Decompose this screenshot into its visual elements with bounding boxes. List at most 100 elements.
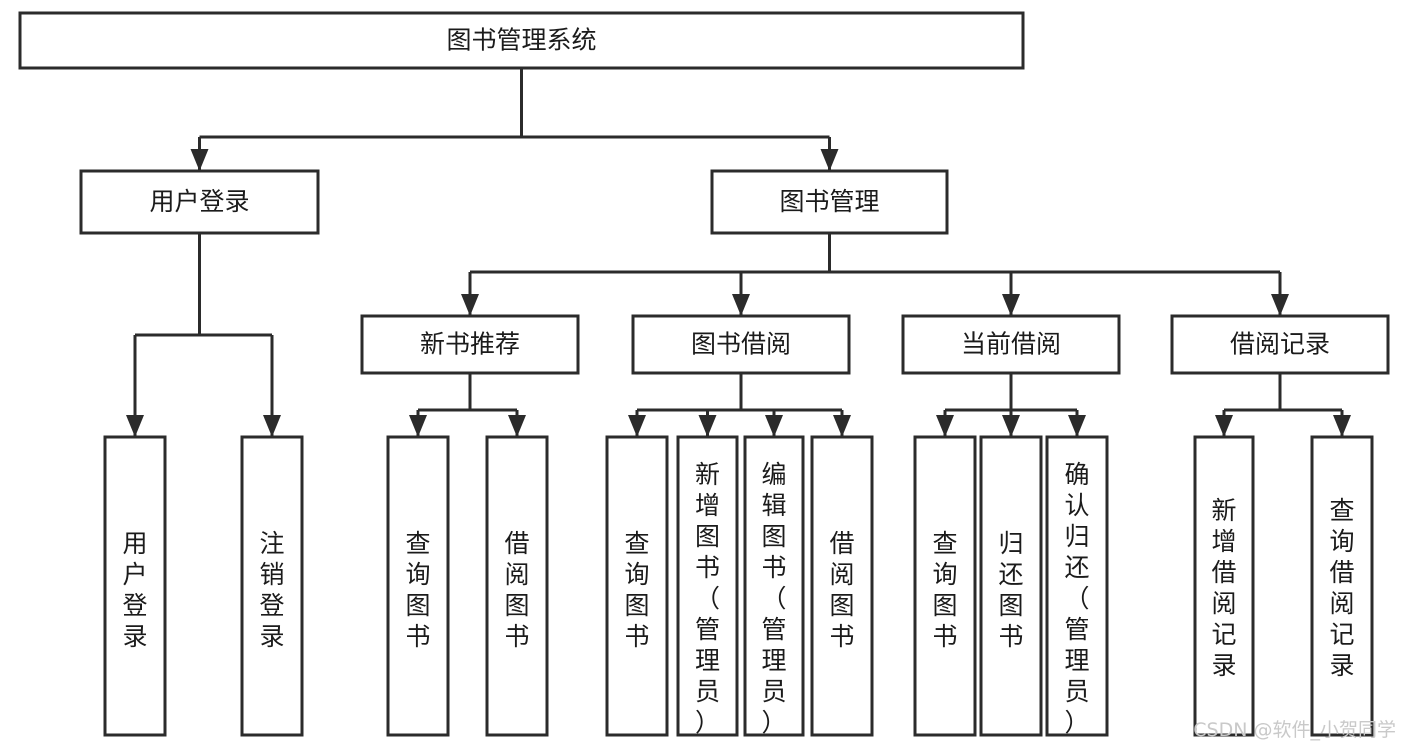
arrow-head-icon	[1333, 415, 1351, 437]
node-leaf-query-book-current-label-char: 书	[932, 622, 957, 651]
arrow-head-icon	[409, 415, 427, 437]
arrow-head-icon	[190, 149, 209, 171]
node-leaf-query-record-label-char: 询	[1329, 527, 1354, 556]
node-leaf-add-record-label-char: 借	[1211, 558, 1236, 587]
node-leaf-query-book-rec-label-char: 查	[405, 529, 430, 558]
node-leaf-edit-book-label-char: 图	[761, 522, 786, 551]
node-leaf-confirm-return-label-char: ）	[1064, 708, 1089, 737]
node-leaf-edit-book-box[interactable]	[743, 435, 805, 737]
node-leaf-query-book-borrow-box[interactable]	[605, 435, 669, 737]
node-leaf-borrow-book-rec-label-char: 书	[504, 622, 529, 651]
arrow-head-icon	[1215, 415, 1233, 437]
node-leaf-edit-book-label-char: 书	[761, 553, 786, 582]
node-leaf-query-record-label-char: 录	[1329, 651, 1354, 680]
node-leaf-return-book-label-char: 还	[998, 560, 1023, 589]
node-borrow-record-box[interactable]	[1170, 314, 1390, 375]
node-leaf-user-logout-box[interactable]	[240, 435, 304, 737]
node-leaf-user-login-label-char: 户	[122, 560, 147, 589]
node-leaf-query-book-current-label-char: 询	[932, 560, 957, 589]
node-leaf-query-record-label-char: 查	[1329, 496, 1354, 525]
arrow-head-icon	[1002, 294, 1020, 316]
node-leaf-return-book-label-char: 书	[998, 622, 1023, 651]
node-leaf-query-record-label-char: 借	[1329, 558, 1354, 587]
node-leaf-query-book-borrow-label-char: 图	[624, 591, 649, 620]
node-leaf-query-book-current-label-char: 查	[932, 529, 957, 558]
node-current-borrow-box[interactable]	[901, 314, 1121, 375]
node-leaf-confirm-return-label-char: 理	[1064, 646, 1089, 675]
csdn-watermark: CSDN @软件_小贺同学	[1193, 719, 1396, 741]
node-current-borrow-label: 当前借阅	[961, 330, 1061, 359]
node-leaf-user-login-label-char: 录	[122, 622, 147, 651]
node-leaf-edit-book-label-char: 管	[761, 615, 786, 644]
node-leaf-query-record-box[interactable]	[1310, 435, 1374, 737]
arrow-head-icon	[1002, 415, 1020, 437]
node-leaf-add-record-box[interactable]	[1193, 435, 1255, 737]
node-user-login-label: 用户登录	[149, 187, 249, 216]
node-leaf-query-book-current-box[interactable]	[913, 435, 977, 737]
node-borrow-record-label: 借阅记录	[1230, 330, 1330, 359]
node-leaf-query-book-borrow-label-char: 书	[624, 622, 649, 651]
node-leaf-borrow-book-rec-label-char: 阅	[504, 560, 529, 589]
node-leaf-add-book-label-char: 增	[695, 491, 720, 520]
arrow-head-icon	[765, 415, 783, 437]
node-book-management-box[interactable]	[710, 169, 949, 235]
node-user-login-box[interactable]	[79, 169, 320, 235]
node-leaf-query-record-label-char: 阅	[1329, 589, 1354, 618]
node-leaf-borrow-book-label-char: 借	[829, 529, 854, 558]
arrow-head-icon	[732, 294, 750, 316]
node-new-book-recommend-label: 新书推荐	[420, 330, 520, 359]
node-leaf-borrow-book-box[interactable]	[810, 435, 874, 737]
node-leaf-query-book-current-label-char: 图	[932, 591, 957, 620]
node-leaf-confirm-return-label-char: 认	[1064, 491, 1089, 520]
node-leaf-add-book-label-char: 新	[695, 460, 720, 489]
node-leaf-edit-book-label-char: ）	[761, 708, 786, 737]
node-leaf-confirm-return-box[interactable]	[1045, 435, 1109, 737]
node-leaf-query-book-rec-label-char: 询	[405, 560, 430, 589]
node-leaf-confirm-return-label-char: （	[1064, 584, 1089, 613]
arrow-head-icon	[508, 415, 526, 437]
node-leaf-return-book-label-char: 图	[998, 591, 1023, 620]
node-leaf-borrow-book-rec-box[interactable]	[485, 435, 549, 737]
node-root-label: 图书管理系统	[446, 26, 596, 55]
arrow-head-icon	[936, 415, 954, 437]
node-leaf-query-book-rec-label-char: 图	[405, 591, 430, 620]
node-leaf-user-logout-label-char: 登	[259, 591, 284, 620]
node-leaf-borrow-book-label-char: 图	[829, 591, 854, 620]
node-leaf-edit-book-label-char: 员	[761, 677, 786, 706]
node-leaf-confirm-return-label-char: 还	[1064, 553, 1089, 582]
node-leaf-user-login-label-char: 登	[122, 591, 147, 620]
node-leaf-query-book-borrow-label-char: 查	[624, 529, 649, 558]
node-leaf-add-record-label-char: 新	[1211, 496, 1236, 525]
node-leaf-confirm-return-label-char: 归	[1064, 522, 1089, 551]
node-leaf-return-book-box[interactable]	[979, 435, 1043, 737]
arrow-head-icon	[698, 415, 717, 437]
node-leaf-add-record-label-char: 增	[1211, 527, 1236, 556]
node-leaf-user-login-box[interactable]	[103, 435, 167, 737]
node-leaf-query-book-rec-label-char: 书	[405, 622, 430, 651]
node-leaf-add-book-label-char: ）	[695, 708, 720, 737]
arrow-head-icon	[820, 149, 839, 171]
arrow-head-icon	[1271, 294, 1289, 316]
arrow-head-icon	[1068, 415, 1086, 437]
node-new-book-recommend-box[interactable]	[360, 314, 580, 375]
node-leaf-query-book-borrow-label-char: 询	[624, 560, 649, 589]
node-leaf-query-book-rec-box[interactable]	[386, 435, 450, 737]
node-root-box[interactable]	[18, 11, 1025, 70]
node-leaf-add-book-box[interactable]	[676, 435, 739, 737]
node-leaf-edit-book-label-char: （	[761, 584, 786, 613]
node-book-borrow-box[interactable]	[631, 314, 851, 375]
node-leaf-confirm-return-label-char: 员	[1064, 677, 1089, 706]
node-leaf-user-logout-label-char: 销	[259, 560, 284, 589]
arrow-head-icon	[833, 415, 851, 437]
node-leaf-add-book-label-char: 员	[695, 677, 720, 706]
